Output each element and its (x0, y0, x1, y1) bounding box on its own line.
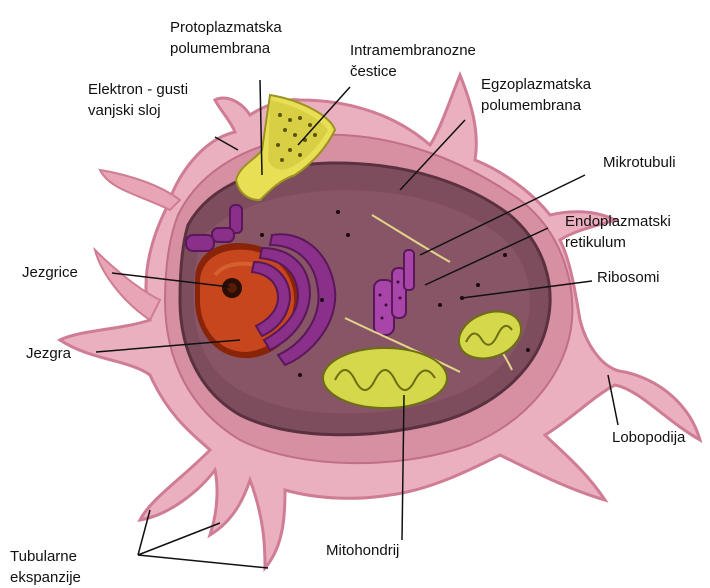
label-egzoplazmatska-line1: Egzoplazmatska (481, 74, 591, 95)
label-intramembranozne-line2: čestice (350, 61, 476, 82)
label-endoplazmatski: Endoplazmatski retikulum (565, 211, 671, 253)
label-endoplazmatski-line1: Endoplazmatski (565, 211, 671, 232)
mitochondrion-large (323, 348, 447, 408)
label-elektron: Elektron - gusti vanjski sloj (88, 79, 188, 121)
label-endoplazmatski-line2: retikulum (565, 232, 671, 253)
label-elektron-line2: vanjski sloj (88, 100, 188, 121)
label-protoplazmatska-line2: polumembrana (170, 38, 282, 59)
label-egzoplazmatska-line2: polumembrana (481, 95, 591, 116)
label-jezgrice: Jezgrice (22, 262, 78, 283)
label-tubularne-line1: Tubularne (10, 546, 81, 567)
label-protoplazmatska: Protoplazmatska polumembrana (170, 17, 282, 59)
label-mitohondrij: Mitohondrij (326, 540, 399, 561)
label-tubularne-line2: ekspanzije (10, 567, 81, 588)
label-lobopodija: Lobopodija (612, 427, 685, 448)
label-intramembranozne: Intramembranozne čestice (350, 40, 476, 82)
label-ribosomi: Ribosomi (597, 267, 660, 288)
label-protoplazmatska-line1: Protoplazmatska (170, 17, 282, 38)
label-tubularne: Tubularne ekspanzije (10, 546, 81, 588)
label-egzoplazmatska: Egzoplazmatska polumembrana (481, 74, 591, 116)
label-elektron-line1: Elektron - gusti (88, 79, 188, 100)
label-jezgra: Jezgra (26, 343, 71, 364)
label-intramembranozne-line1: Intramembranozne (350, 40, 476, 61)
label-mikrotubuli: Mikrotubuli (603, 152, 676, 173)
